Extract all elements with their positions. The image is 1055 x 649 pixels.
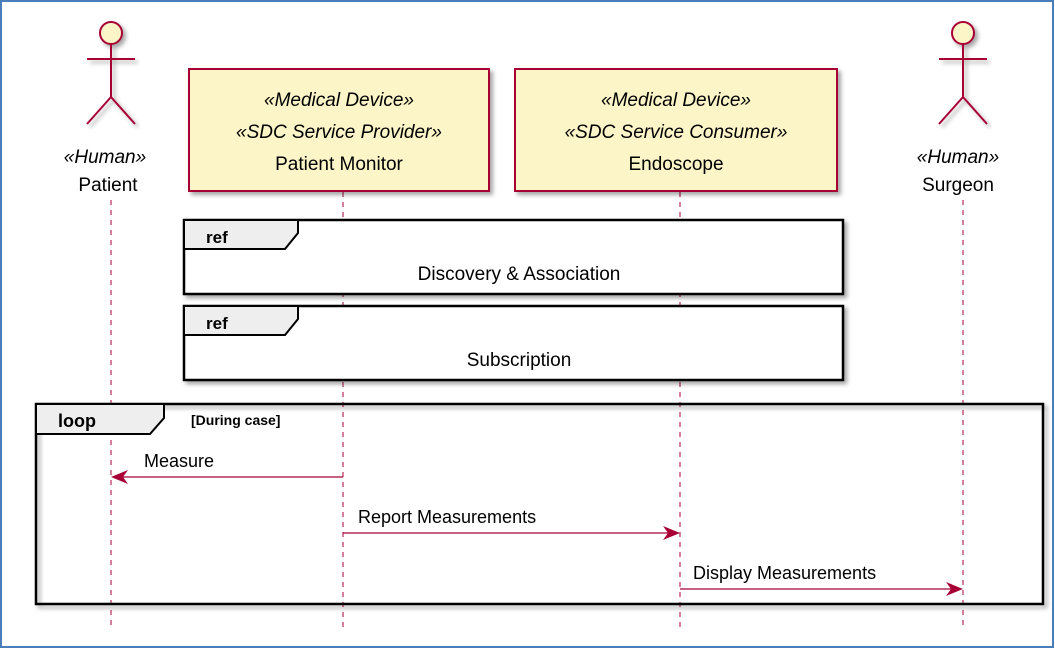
message-measure[interactable]: Measure	[111, 451, 343, 484]
participant-endoscope-name: Endoscope	[628, 154, 723, 175]
participant-patient-monitor-name: Patient Monitor	[275, 154, 403, 175]
ref-subscription[interactable]: ref Subscription	[182, 304, 845, 382]
actor-surgeon-name: Surgeon	[922, 175, 994, 196]
participant-endoscope[interactable]: «Medical Device» «SDC Service Consumer» …	[514, 68, 838, 192]
message-display-measurements-label: Display Measurements	[693, 563, 876, 583]
arrowhead-right-icon	[663, 526, 680, 540]
ref-label: Discovery & Association	[418, 264, 621, 285]
message-display-measurements[interactable]: Display Measurements	[680, 563, 963, 596]
participant-patient-monitor[interactable]: «Medical Device» «SDC Service Provider» …	[188, 68, 490, 192]
message-report-measurements-label: Report Measurements	[358, 507, 536, 527]
stick-figure-icon	[938, 21, 988, 125]
arrowhead-left-icon	[111, 470, 128, 484]
ref-keyword: ref	[206, 314, 228, 333]
loop-tab	[35, 403, 165, 435]
stick-figure-icon	[86, 21, 136, 125]
message-measure-label: Measure	[144, 451, 214, 471]
ref-keyword: ref	[206, 228, 228, 247]
ref-label: Subscription	[467, 350, 572, 371]
ref-tab	[183, 305, 299, 336]
arrowhead-right-icon	[946, 582, 963, 596]
actor-patient[interactable]: «Human» Patient	[64, 21, 146, 196]
ref-tab	[183, 219, 299, 250]
message-report-measurements[interactable]: Report Measurements	[343, 507, 680, 540]
loop-keyword: loop	[58, 411, 96, 431]
ref-discovery-association[interactable]: ref Discovery & Association	[182, 218, 845, 296]
actor-surgeon-stereotype: «Human»	[917, 147, 999, 168]
loop-guard: [During case]	[191, 412, 280, 428]
participant-endoscope-stereotype-1: «Medical Device»	[601, 90, 751, 111]
actor-patient-name: Patient	[78, 175, 138, 196]
participant-endoscope-stereotype-2: «SDC Service Consumer»	[565, 122, 788, 143]
actor-patient-stereotype: «Human»	[64, 147, 146, 168]
participant-patient-monitor-stereotype-2: «SDC Service Provider»	[236, 122, 442, 143]
loop-fragment[interactable]: loop [During case]	[34, 402, 1045, 606]
participant-patient-monitor-stereotype-1: «Medical Device»	[264, 90, 414, 111]
actor-surgeon[interactable]: «Human» Surgeon	[917, 21, 999, 196]
